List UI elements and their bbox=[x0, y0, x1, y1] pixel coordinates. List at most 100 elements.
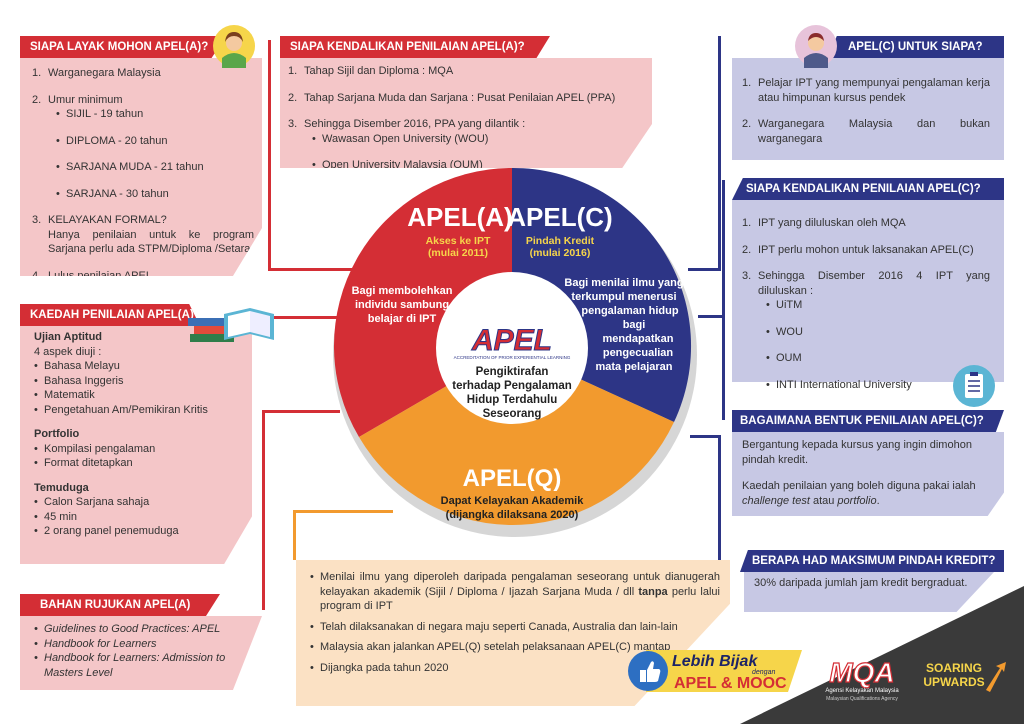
connector-line bbox=[250, 316, 340, 319]
apel-c-desc: mata pelajaran bbox=[595, 361, 672, 373]
svg-text:Malaysian Qualifications Agenc: Malaysian Qualifications Agency bbox=[826, 696, 898, 702]
apel-q-item: Malaysia akan jalankan APEL(Q) setelah p… bbox=[310, 640, 720, 655]
svg-text:MQA: MQA bbox=[829, 657, 894, 688]
svg-text:Lebih Bijak: Lebih Bijak bbox=[672, 653, 758, 670]
svg-text:APEL & MOOC: APEL & MOOC bbox=[674, 675, 787, 692]
apel-c-form-panel: Bergantung kepada kursus yang ingin dimo… bbox=[732, 432, 1004, 516]
apel-a-desc: Bagi membolehkan bbox=[352, 285, 453, 297]
center-text: terhadap Pengalaman bbox=[452, 380, 572, 392]
apel-circle: APEL(A) Akses ke IPT (mulai 2011) Bagi m… bbox=[330, 160, 700, 550]
svg-text:Agensi Kelayakan Malaysia: Agensi Kelayakan Malaysia bbox=[825, 688, 899, 694]
apel-a-control-header: SIAPA KENDALIKAN PENILAIAN APEL(A)? bbox=[280, 36, 550, 58]
apel-a-desc: individu sambung bbox=[355, 299, 449, 311]
aptitude-item: Bahasa Inggeris bbox=[34, 374, 244, 389]
apel-q-item: Menilai ilmu yang diperoleh daripada pen… bbox=[310, 570, 720, 614]
student-girl-icon bbox=[212, 24, 256, 68]
age-item: DIPLOMA - 20 tahun bbox=[56, 134, 254, 149]
portfolio-item: Format ditetapkan bbox=[34, 456, 244, 471]
c-control-item: 1.IPT yang diluluskan oleh MQA bbox=[742, 217, 906, 229]
apel-c-control-header: SIAPA KENDALIKAN PENILAIAN APEL(C)? bbox=[732, 178, 1004, 200]
ipt-item: OUM bbox=[766, 351, 990, 366]
eligibility-panel: 1.Warganegara Malaysia 2.Umur minimum SI… bbox=[20, 58, 262, 276]
apel-a-method-header: KAEDAH PENILAIAN APEL(A) bbox=[20, 304, 200, 326]
apel-c-desc: bagi bbox=[623, 319, 646, 331]
soaring-upwards-logo: SOARING UPWARDS bbox=[914, 656, 1008, 696]
apel-c-who-panel: 1.Pelajar IPT yang mempunyai pengalaman … bbox=[732, 58, 1004, 160]
apel-a-sub: Akses ke IPT bbox=[426, 235, 491, 247]
slogan-badge: Lebih Bijak dengan APEL & MOOC bbox=[626, 644, 804, 694]
apel-logo: APEL ACCREDITATION OF PRIOR EXPERIENTIAL… bbox=[450, 324, 574, 360]
apel-c-control-panel: 1.IPT yang diluluskan oleh MQA 2.IPT per… bbox=[732, 200, 1004, 392]
age-item: SARJANA - 30 tahun bbox=[56, 187, 254, 202]
apel-q-title: APEL(Q) bbox=[463, 465, 562, 492]
center-text: Pengiktirafan bbox=[476, 366, 549, 378]
method-intro: 4 aspek diuji : bbox=[34, 345, 102, 358]
method-heading: Temuduga bbox=[34, 481, 89, 494]
apel-c-desc: pengalaman hidup bbox=[581, 305, 678, 317]
eligibility-item: 2.Umur minimum SIJIL - 19 tahun DIPLOMA … bbox=[32, 93, 254, 202]
mqa-logo: MQA Agensi Kelayakan Malaysia Malaysian … bbox=[814, 652, 910, 704]
credit-max-header: BERAPA HAD MAKSIMUM PINDAH KREDIT? bbox=[740, 550, 1004, 572]
form-method-text: Kaedah penilaian yang boleh diguna pakai… bbox=[742, 480, 976, 507]
eligibility-item: 4.Lulus penilaian APEL bbox=[32, 269, 152, 282]
c-control-item: 3.Sehingga Disember 2016 4 IPT yang dilu… bbox=[742, 269, 990, 392]
svg-text:ACCREDITATION OF PRIOR EXPERIE: ACCREDITATION OF PRIOR EXPERIENTIAL LEAR… bbox=[454, 355, 571, 360]
clipboard-icon bbox=[952, 364, 996, 408]
connector-line bbox=[268, 268, 378, 271]
apel-a-references-header: BAHAN RUJUKAN APEL(A) bbox=[20, 594, 220, 616]
connector-line bbox=[718, 36, 721, 271]
books-icon bbox=[186, 300, 278, 350]
reference-item: Handbook for Learners bbox=[34, 637, 254, 652]
ipt-item: UiTM bbox=[766, 298, 990, 313]
apel-c-sub: Pindah Kredit bbox=[526, 235, 595, 247]
connector-line bbox=[293, 510, 296, 560]
connector-line bbox=[690, 435, 720, 438]
aptitude-item: Matematik bbox=[34, 388, 244, 403]
ipt-item: INTI International University bbox=[766, 378, 990, 393]
control-item: 1.Tahap Sijil dan Diploma : MQA bbox=[288, 65, 454, 77]
interview-item: Calon Sarjana sahaja bbox=[34, 495, 244, 510]
apel-a-control-panel: 1.Tahap Sijil dan Diploma : MQA 2.Tahap … bbox=[280, 58, 652, 168]
svg-text:SOARING: SOARING bbox=[926, 661, 982, 675]
university-item: Open University Malaysia (OUM) bbox=[312, 158, 644, 168]
connector-line bbox=[262, 410, 265, 610]
aptitude-item: Pengetahuan Am/Pemikiran Kritis bbox=[34, 403, 244, 418]
c-control-item: 2.IPT perlu mohon untuk laksanakan APEL(… bbox=[742, 243, 974, 256]
control-item: 3.Sehingga Disember 2016, PPA yang dilan… bbox=[288, 117, 644, 168]
apel-q-desc: (dijangka dilaksana 2020) bbox=[446, 509, 579, 521]
connector-line bbox=[698, 315, 724, 318]
connector-line bbox=[718, 435, 721, 563]
form-text: Bergantung kepada kursus yang ingin dimo… bbox=[742, 439, 972, 466]
who-item: 1.Pelajar IPT yang mempunyai pengalaman … bbox=[742, 77, 990, 104]
apel-c-desc: terkumpul menerusi bbox=[571, 291, 676, 303]
aptitude-item: Bahasa Melayu bbox=[34, 359, 244, 374]
connector-line bbox=[293, 510, 393, 513]
reference-item: Guidelines to Good Practices: APEL bbox=[34, 622, 254, 637]
credit-max-panel: 30% daripada jumlah jam kredit bergradua… bbox=[744, 572, 994, 612]
age-item: SIJIL - 19 tahun bbox=[56, 107, 254, 122]
apel-a-references-panel: Guidelines to Good Practices: APEL Handb… bbox=[20, 616, 262, 690]
svg-text:UPWARDS: UPWARDS bbox=[923, 675, 984, 689]
connector-line bbox=[262, 410, 340, 413]
connector-line bbox=[268, 40, 271, 270]
arrow-up-icon bbox=[986, 662, 1006, 692]
method-heading: Ujian Aptitud bbox=[34, 331, 103, 343]
apel-c-desc: Bagi menilai ilmu yang bbox=[564, 277, 683, 289]
method-heading: Portfolio bbox=[34, 428, 80, 440]
eligibility-detail: Hanya penilaian untuk ke program Sarjana… bbox=[48, 228, 254, 256]
center-text: Seseorang bbox=[483, 408, 542, 420]
eligibility-item: 3.KELAYAKAN FORMAL?Hanya penilaian untuk… bbox=[32, 214, 254, 256]
credit-max-text: 30% daripada jumlah jam kredit bergradua… bbox=[754, 577, 968, 589]
interview-item: 45 min bbox=[34, 510, 244, 525]
apel-a-sub: (mulai 2011) bbox=[428, 247, 488, 259]
reference-item: Handbook for Learners: Admission to Mast… bbox=[34, 651, 254, 680]
apel-c-desc: pengecualian bbox=[603, 347, 674, 359]
who-item: 2.Warganegara Malaysia dan bukan wargane… bbox=[742, 118, 990, 145]
apel-q-item: Telah dilaksanakan di negara maju sepert… bbox=[310, 620, 720, 635]
apel-c-sub: (mulai 2016) bbox=[530, 247, 591, 259]
interview-item: 2 orang panel penemuduga bbox=[34, 524, 244, 539]
svg-text:dengan: dengan bbox=[752, 669, 775, 676]
center-text: Hidup Terdahulu bbox=[467, 394, 558, 406]
apel-c-title: APEL(C) bbox=[507, 202, 612, 232]
control-item: 2.Tahap Sarjana Muda dan Sarjana : Pusat… bbox=[288, 91, 616, 104]
